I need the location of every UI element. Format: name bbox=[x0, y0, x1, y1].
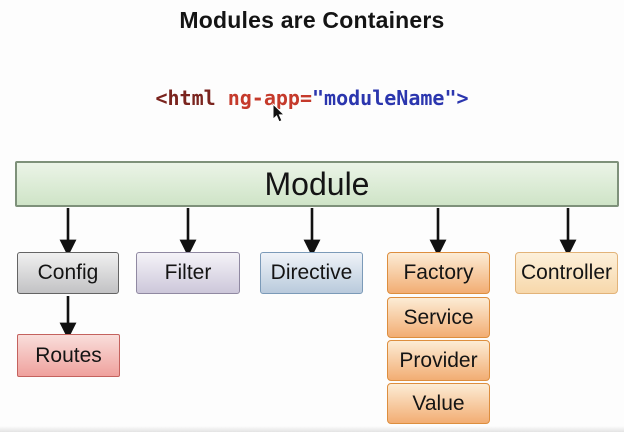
directive-box: Directive bbox=[260, 252, 363, 294]
config-box: Config bbox=[17, 252, 119, 294]
factory-box: Factory bbox=[387, 252, 490, 294]
code-ngapp-attribute: ng-app= bbox=[215, 86, 312, 110]
code-module-name-value: "moduleName"> bbox=[312, 86, 469, 110]
code-html-tag: <html bbox=[155, 86, 216, 110]
factory-label: Factory bbox=[403, 261, 474, 284]
service-box: Service bbox=[387, 297, 490, 338]
service-label: Service bbox=[403, 305, 474, 329]
routes-label: Routes bbox=[35, 343, 102, 367]
slide-title: Modules are Containers bbox=[179, 7, 445, 33]
code-snippet: <html ng-app="moduleName"> bbox=[0, 86, 624, 110]
controller-label: Controller bbox=[520, 261, 613, 284]
provider-label: Provider bbox=[399, 348, 478, 372]
filter-label: Filter bbox=[164, 261, 212, 284]
config-label: Config bbox=[37, 261, 99, 284]
routes-box: Routes bbox=[17, 334, 120, 377]
filter-box: Filter bbox=[136, 252, 240, 294]
controller-box: Controller bbox=[515, 252, 618, 294]
provider-box: Provider bbox=[387, 340, 490, 381]
value-label: Value bbox=[412, 391, 465, 415]
directive-label: Directive bbox=[270, 261, 353, 284]
module-box: Module bbox=[15, 161, 619, 207]
module-label: Module bbox=[264, 165, 370, 202]
value-box: Value bbox=[387, 383, 490, 424]
bottom-edge-shade bbox=[0, 426, 624, 432]
